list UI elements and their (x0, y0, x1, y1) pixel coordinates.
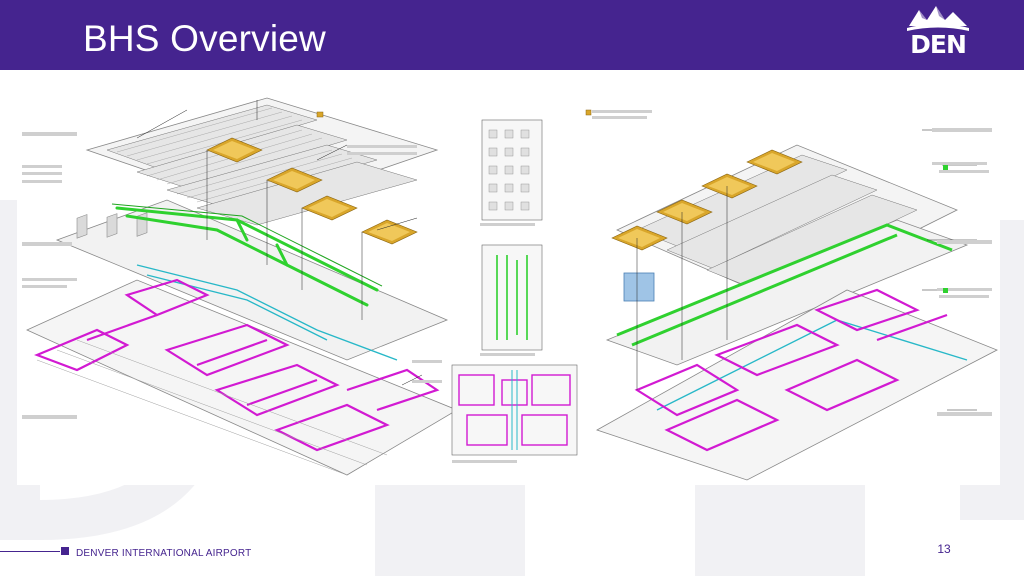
footer-rule (0, 551, 60, 552)
logo-text: DEN (910, 30, 967, 59)
footer-organization: DENVER INTERNATIONAL AIRPORT (76, 548, 252, 559)
page-number: 13 (937, 542, 951, 556)
den-logo-mark (907, 6, 969, 31)
slide-title: BHS Overview (83, 18, 326, 59)
slide-header: BHS Overview DEN (0, 0, 1024, 70)
right-composite (585, 109, 998, 481)
left-composite (22, 97, 458, 476)
bhs-3d-composite-drawing (17, 90, 1000, 485)
footer-square (61, 547, 69, 555)
den-logo-icon: DEN (905, 0, 971, 64)
center-plans (451, 119, 578, 463)
